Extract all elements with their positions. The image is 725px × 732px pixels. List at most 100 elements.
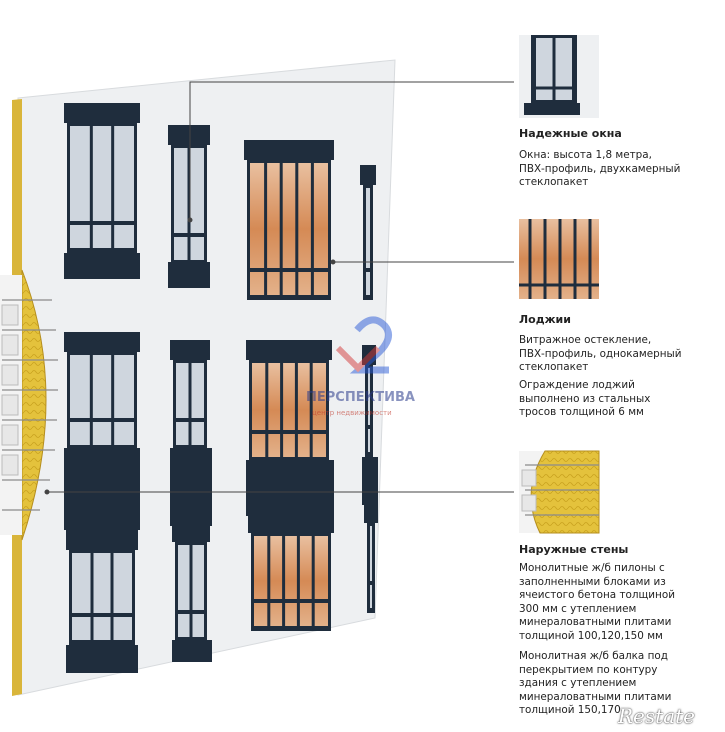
text-line: стеклопакет [519, 176, 589, 189]
text-line: выполнено из стальных [519, 392, 651, 405]
wall-cutaway [0, 269, 58, 541]
window-mullion [189, 545, 193, 637]
window-mullion [89, 355, 93, 445]
window-transom [370, 581, 372, 585]
window-mullion [310, 163, 314, 295]
balcony-panel [64, 448, 140, 530]
window-glass [366, 188, 370, 295]
text-line: толщиной 150,170 [519, 704, 621, 717]
window-mullion [111, 355, 115, 445]
watermark-logo [335, 316, 393, 374]
window-head [244, 140, 334, 160]
balcony-panel [170, 448, 212, 526]
loggia-rail [246, 460, 334, 516]
text-line: Витражное остекление, [519, 334, 652, 346]
window-transom [178, 610, 204, 614]
window-mullion [89, 126, 93, 248]
window-head [364, 503, 378, 523]
window-transom [72, 613, 132, 617]
window-mullion [295, 163, 299, 295]
callout-walls-text2: Монолитная ж/б балка под перекрытием по … [519, 650, 719, 718]
window-glass [252, 363, 326, 457]
text-line: Монолитная ж/б балка под [519, 650, 668, 662]
window-mullion [111, 126, 115, 248]
window-mullion [296, 536, 300, 626]
text-line: 300 мм с утеплением [519, 602, 637, 615]
window-head [248, 513, 334, 533]
window-glass [368, 368, 370, 452]
window-transom [70, 418, 134, 422]
watermark-sub: центр недвижимости [312, 409, 392, 417]
window-sill [64, 253, 140, 279]
window-mullion [90, 553, 94, 640]
window-glass [70, 126, 134, 248]
window-mullion [188, 363, 192, 445]
watermark-corner: Restate [618, 704, 695, 728]
window-head [360, 165, 376, 185]
loggia-rail [362, 457, 378, 505]
window-head [168, 125, 210, 145]
callout-loggias-text2: Ограждение лоджий выполнено из стальных … [519, 379, 719, 420]
text-line: минераловатными плитами [519, 616, 672, 629]
window-glass [370, 526, 372, 608]
window-transom [250, 268, 328, 272]
callout-walls-title: Наружные стены [519, 543, 629, 556]
window-mullion [311, 536, 315, 626]
window-mullion [309, 363, 313, 457]
window-transom [252, 430, 326, 434]
window-head [172, 522, 210, 542]
window-mullion [267, 536, 271, 626]
text-line: тросов толщиной 6 мм [519, 406, 644, 419]
window-transom [176, 418, 204, 422]
window-head [170, 340, 210, 360]
text-line: минераловатными плитами [519, 690, 672, 703]
watermark-brand: ПЕРСПЕКТИВА [306, 390, 415, 405]
window-mullion [279, 163, 283, 295]
text-line: стеклопакет [519, 361, 589, 374]
text-line: заполненными блоками из [519, 575, 666, 588]
window-mullion [110, 553, 114, 640]
window-glass [70, 355, 134, 445]
window-group [64, 103, 378, 673]
text-line: перекрытием по контуру [519, 663, 658, 676]
text-line: здания с утеплением [519, 677, 637, 690]
window-mullion [294, 363, 298, 457]
window-sill [168, 262, 210, 288]
window-transom [366, 268, 370, 272]
text-line: ячеистого бетона толщиной [519, 589, 675, 602]
callout-windows-text: Окна: высота 1,8 метра, ПВХ-профиль, дву… [519, 149, 719, 190]
text-line: Ограждение лоджий [519, 379, 635, 391]
text-line: ПВХ-профиль, двухкамерный [519, 162, 681, 175]
window-mullion [265, 363, 269, 457]
window-mullion [282, 536, 286, 626]
window-head [66, 530, 138, 550]
thumb-windows [519, 35, 599, 118]
window-mullion [264, 163, 268, 295]
callout-windows-title: Надежные окна [519, 127, 622, 140]
window-head [246, 340, 332, 360]
window-transom [368, 425, 370, 429]
text-line: Монолитные ж/б пилоны с [519, 562, 665, 574]
window-transom [70, 221, 134, 225]
window-sill [172, 640, 212, 662]
window-sill [66, 645, 138, 673]
text-line: толщиной 100,120,150 мм [519, 629, 663, 642]
window-transom [174, 233, 204, 237]
window-transom [254, 599, 328, 603]
callout-loggias-text: Витражное остекление, ПВХ-профиль, однок… [519, 334, 719, 375]
callout-walls-text: Монолитные ж/б пилоны с заполненными бло… [519, 562, 719, 644]
window-mullion [280, 363, 284, 457]
window-mullion [187, 148, 191, 260]
text-line: ПВХ-профиль, однокамерный [519, 347, 682, 360]
window-glass [254, 536, 328, 626]
callout-loggias-title: Лоджии [519, 313, 571, 326]
window-head [64, 332, 140, 352]
leader-lines [44, 81, 514, 495]
text-line: Окна: высота 1,8 метра, [519, 149, 652, 161]
window-glass [72, 553, 132, 640]
thumb-loggias [519, 219, 599, 299]
window-head [64, 103, 140, 123]
window-glass [250, 163, 328, 295]
thumb-walls [519, 450, 600, 534]
